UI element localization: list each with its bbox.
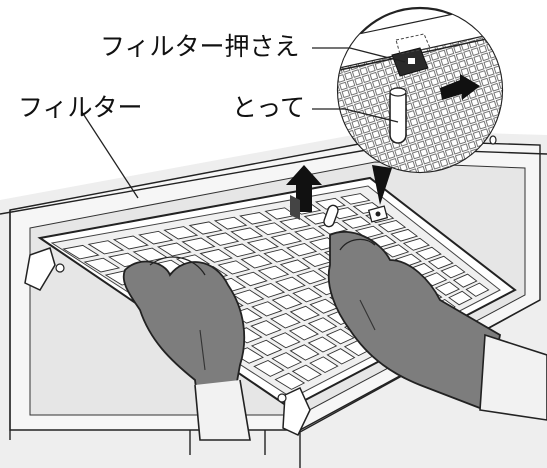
filter-cell bbox=[112, 235, 149, 250]
filter-cell bbox=[263, 248, 295, 263]
filter-cell bbox=[246, 238, 279, 252]
filter-cell bbox=[314, 197, 346, 210]
filter-cell bbox=[434, 281, 460, 296]
filter-cell bbox=[289, 305, 320, 322]
filter-cell bbox=[251, 301, 283, 317]
filter-cell bbox=[270, 232, 303, 246]
filter-cell bbox=[294, 227, 326, 241]
filter-cell bbox=[232, 289, 265, 305]
filter-cell bbox=[289, 344, 320, 361]
filter-cell bbox=[257, 265, 290, 280]
filter-cell bbox=[62, 244, 100, 260]
filter-cell bbox=[415, 246, 442, 261]
filter-cell bbox=[181, 237, 216, 252]
filter-cell bbox=[341, 216, 372, 229]
filter-cell bbox=[223, 243, 257, 258]
filter-cell bbox=[307, 317, 338, 333]
filter-cell bbox=[292, 287, 323, 303]
filter-cell bbox=[87, 240, 125, 255]
label-filter: フィルター bbox=[18, 93, 143, 122]
filter-cell bbox=[254, 222, 288, 236]
filter-cell bbox=[286, 243, 318, 257]
filter-cell bbox=[235, 271, 268, 287]
filter-cell bbox=[138, 230, 174, 245]
filter-cell bbox=[377, 220, 407, 233]
filter-cell bbox=[253, 283, 286, 298]
filter-cell bbox=[271, 352, 303, 369]
right-clip bbox=[277, 387, 311, 436]
filter-cell bbox=[279, 217, 311, 230]
filter-cell bbox=[291, 364, 322, 382]
right-glove bbox=[327, 230, 547, 421]
filter-cell bbox=[402, 237, 430, 251]
filter-cell bbox=[452, 273, 478, 288]
filter-cell bbox=[325, 328, 355, 345]
filter-cell bbox=[250, 339, 283, 357]
filter-cell bbox=[205, 232, 240, 246]
filter-cell bbox=[448, 290, 473, 306]
filter-cell bbox=[440, 264, 466, 279]
left-clip bbox=[24, 247, 65, 291]
filter-cell bbox=[340, 193, 371, 205]
filter-cell bbox=[199, 248, 233, 263]
magnifier-pointer bbox=[372, 165, 392, 205]
label-filter-holder: フィルター押さえ bbox=[100, 32, 300, 61]
leader-lines bbox=[81, 47, 406, 199]
filter-cell bbox=[163, 226, 199, 240]
filter-cell bbox=[269, 332, 301, 349]
filter-cell bbox=[288, 324, 319, 341]
filter-cell bbox=[156, 242, 192, 257]
filter-cell bbox=[83, 257, 121, 273]
filter-cell bbox=[188, 221, 223, 235]
filter-cell bbox=[230, 227, 264, 241]
filter-cell bbox=[381, 244, 410, 258]
filter-cell bbox=[274, 276, 306, 292]
filter-cell bbox=[427, 255, 454, 270]
filter-cell bbox=[279, 259, 311, 274]
up-arrow bbox=[286, 165, 322, 220]
left-glove bbox=[122, 256, 266, 455]
filter-cell bbox=[253, 359, 285, 377]
filter-holder-small bbox=[367, 205, 389, 223]
filter-cell bbox=[240, 254, 273, 269]
screw-icon bbox=[489, 135, 497, 145]
filter-cell bbox=[217, 260, 251, 275]
handle-small bbox=[323, 204, 339, 228]
filter-cell bbox=[271, 294, 303, 310]
filter-cell bbox=[296, 270, 327, 285]
filter-cell bbox=[213, 216, 248, 230]
filter-cell bbox=[465, 282, 490, 297]
filter-cell bbox=[307, 336, 338, 353]
filter-cell bbox=[250, 320, 282, 336]
filter-cell bbox=[309, 356, 339, 374]
filter-cell bbox=[269, 313, 301, 329]
filter-cell bbox=[239, 212, 273, 225]
filter-cell bbox=[390, 228, 419, 242]
label-handle: とって bbox=[232, 93, 306, 122]
filter-cell bbox=[326, 348, 356, 365]
filter-cell bbox=[274, 372, 306, 390]
